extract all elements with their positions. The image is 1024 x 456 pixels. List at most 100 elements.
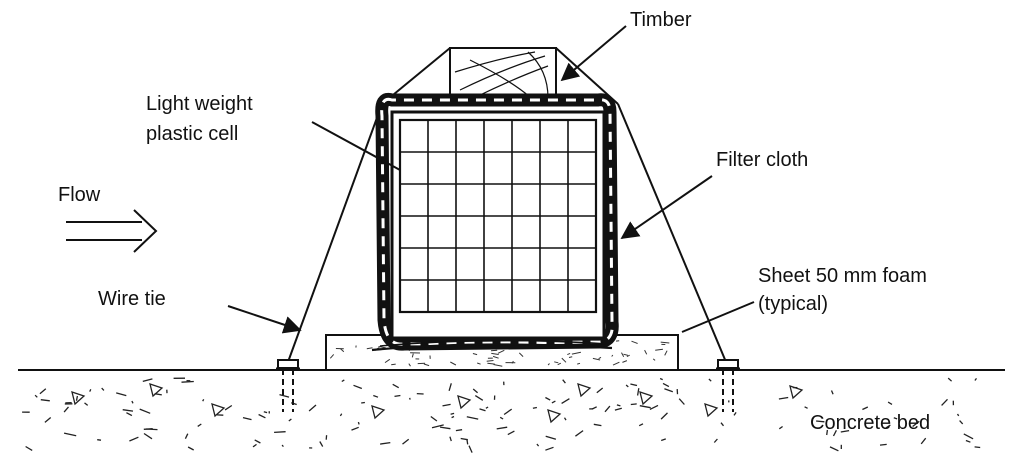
plastic-cell <box>390 110 606 340</box>
aggregate-triangle <box>211 403 226 418</box>
concrete-speck <box>448 383 452 391</box>
concrete-speck <box>912 420 920 428</box>
concrete-speck <box>678 398 685 405</box>
foam-leader <box>681 301 755 333</box>
concrete-speck <box>308 404 317 412</box>
concrete-speck <box>616 404 621 407</box>
concrete-speck <box>84 402 89 406</box>
concrete-speck <box>281 444 284 448</box>
foam-speck <box>612 361 620 366</box>
concrete-speck <box>451 415 455 419</box>
plastic-cell-label-line2: plastic cell <box>146 123 238 145</box>
concrete-speck <box>187 446 195 451</box>
foam-speck <box>561 357 567 363</box>
concrete-speck <box>430 415 438 422</box>
foam-speck <box>621 352 625 358</box>
concrete-speck <box>885 424 891 429</box>
concrete-speck <box>131 400 134 404</box>
concrete-speck <box>507 430 515 436</box>
concrete-speck <box>129 436 139 442</box>
concrete-speck <box>485 406 489 409</box>
leader-lines <box>227 25 755 334</box>
aggregate-triangle <box>71 391 86 406</box>
concrete-speck <box>392 383 400 389</box>
concrete-speck <box>472 388 479 394</box>
concrete-speck <box>351 426 359 431</box>
flow-arrow-icon <box>66 209 158 253</box>
concrete-speck <box>40 399 50 402</box>
concrete-speck <box>44 417 52 423</box>
plastic-cell-label-line1: Light weight <box>146 93 253 115</box>
foam-speck <box>384 358 391 364</box>
concrete-speck <box>440 426 451 430</box>
concrete-speck <box>625 384 629 388</box>
concrete-speck <box>402 438 410 445</box>
foam-speck <box>577 362 581 365</box>
foam-speck <box>652 358 656 361</box>
concrete-speck <box>664 388 674 393</box>
concrete-speck <box>956 413 960 417</box>
flow-label: Flow <box>58 184 101 206</box>
concrete-speck <box>288 418 292 422</box>
foam-speck <box>408 363 411 367</box>
concrete-speck <box>974 378 978 381</box>
concrete-speck <box>89 389 92 392</box>
concrete-speck <box>181 380 194 383</box>
foam-speck <box>598 356 602 360</box>
filter-cloth-label: Filter cloth <box>716 149 808 171</box>
concrete-speck <box>224 404 233 411</box>
concrete-speck <box>63 406 69 413</box>
foam-speck <box>487 362 495 365</box>
foam-speck <box>423 363 430 367</box>
concrete-speck <box>455 429 463 432</box>
concrete-speck <box>575 430 584 437</box>
concrete-speck <box>319 441 324 447</box>
concrete-speck <box>830 390 834 395</box>
concrete-speck <box>353 384 363 390</box>
concrete-speck <box>449 436 452 442</box>
concrete-speck <box>708 378 712 382</box>
foam-speck <box>611 354 614 357</box>
concrete-speck <box>116 392 127 397</box>
concrete-speck <box>242 416 252 421</box>
concrete-speck <box>466 416 479 420</box>
foam-speck <box>660 341 670 344</box>
concrete-speck <box>829 446 839 452</box>
concrete-speck <box>184 433 189 439</box>
foam-speck <box>568 356 573 358</box>
aggregate-triangle <box>789 385 804 400</box>
concrete-speck <box>563 417 567 421</box>
concrete-speck <box>593 423 602 427</box>
concrete-speck <box>551 400 556 404</box>
cell-grid <box>400 120 596 312</box>
foam-speck <box>631 340 638 344</box>
foam-speck <box>547 363 550 366</box>
foam-speck <box>491 352 499 355</box>
concrete-speck <box>431 424 444 429</box>
concrete-speck <box>34 394 38 398</box>
concrete-speck <box>101 387 105 391</box>
concrete-speck <box>545 446 554 451</box>
aggregate-triangle <box>371 405 386 420</box>
foam-speck <box>477 362 481 365</box>
foam-speck <box>567 352 571 356</box>
concrete-speck <box>733 412 737 416</box>
concrete-speck <box>479 408 486 412</box>
aggregate-triangle <box>149 383 164 398</box>
concrete-speck <box>826 429 829 436</box>
anchor-pin-left <box>276 359 300 412</box>
concrete-speck <box>660 438 667 442</box>
plastic-cell-leader <box>311 121 401 171</box>
foam-speck <box>497 349 505 354</box>
concrete-speck <box>126 412 133 417</box>
foam-speck <box>391 363 396 366</box>
foam-speck <box>554 361 559 364</box>
aggregate-triangle <box>639 391 654 406</box>
concrete-speck <box>639 405 651 409</box>
foam-speck <box>493 364 503 367</box>
foam-speck <box>486 360 494 362</box>
foam-speck <box>571 351 581 355</box>
concrete-speck <box>965 439 971 443</box>
concrete-speck <box>816 420 825 423</box>
